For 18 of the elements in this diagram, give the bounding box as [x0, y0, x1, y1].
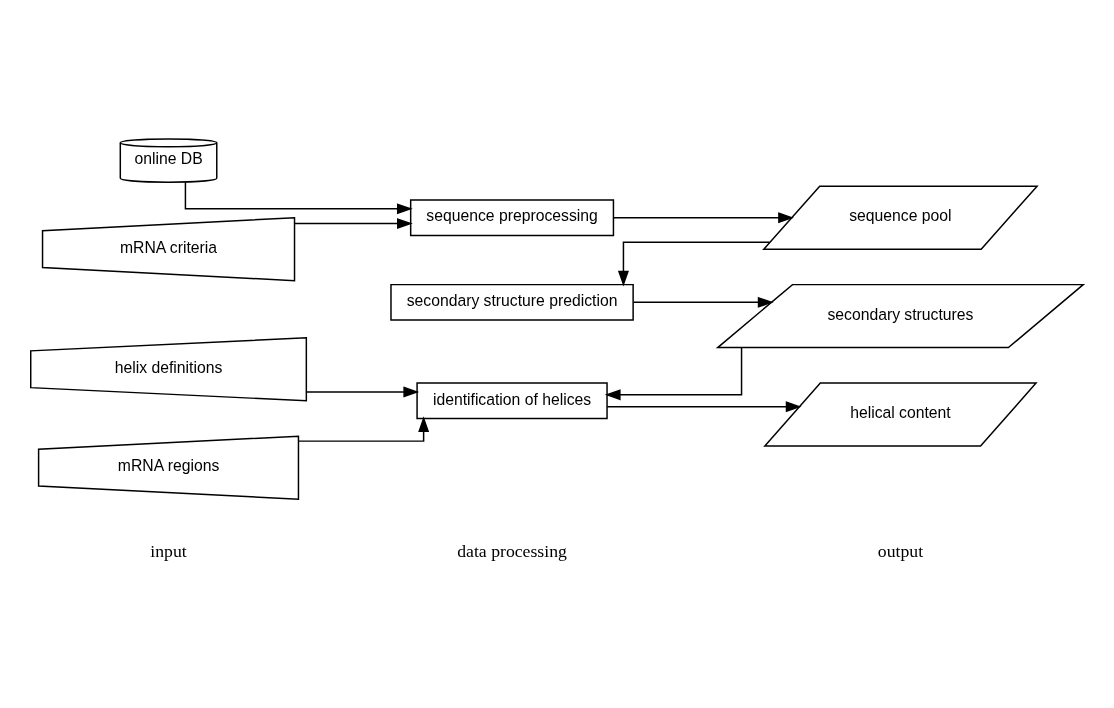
- node-box: identification of helices: [416, 381, 608, 419]
- label: data processing: [457, 540, 567, 561]
- node-box: mRNA regions: [37, 434, 300, 500]
- arrow: [606, 400, 802, 412]
- arrow: [184, 181, 413, 214]
- arrow: [617, 241, 771, 287]
- label: output: [877, 540, 924, 561]
- arrow: [297, 415, 430, 442]
- arrow: [294, 217, 413, 229]
- node-box: helix definitions: [30, 336, 308, 402]
- arrow: [305, 385, 420, 397]
- node-box: mRNA criteria: [41, 216, 296, 281]
- node-box: sequence preprocessing: [409, 198, 615, 236]
- arrow: [632, 296, 774, 308]
- node-box: secondary structure prediction: [390, 283, 634, 321]
- label: input: [150, 540, 187, 561]
- arrow: [604, 346, 743, 400]
- arrow: [612, 211, 794, 223]
